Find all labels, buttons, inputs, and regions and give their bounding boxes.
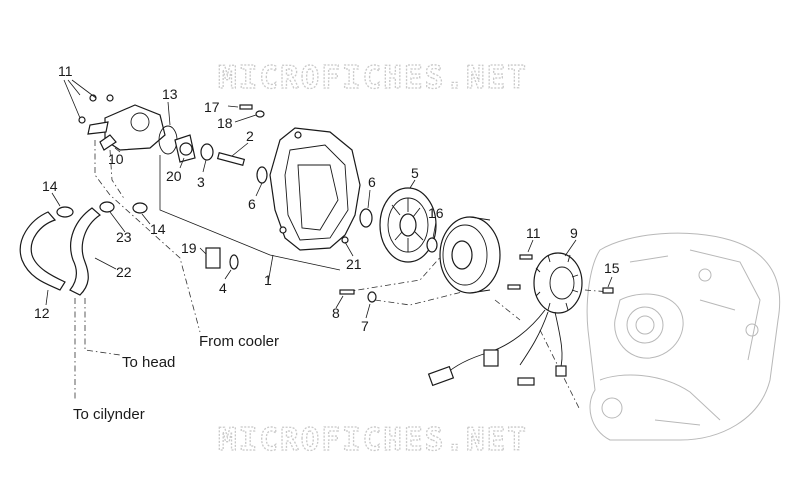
callout-10: 10: [108, 151, 124, 167]
callout-11-right: 11: [526, 225, 541, 241]
callout-12: 12: [34, 305, 50, 321]
callout-15: 15: [604, 260, 620, 276]
leader-lines: [45, 79, 613, 319]
callout-1: 1: [264, 272, 272, 288]
callout-16: 16: [428, 205, 444, 221]
note-to-head: To head: [122, 354, 175, 371]
bolt-8: [339, 289, 355, 295]
callout-6-right: 6: [368, 174, 376, 190]
impeller: [174, 134, 196, 163]
callout-8: 8: [332, 305, 340, 321]
callout-9: 9: [570, 225, 578, 241]
callout-20: 20: [166, 168, 182, 184]
callout-4: 4: [219, 280, 227, 296]
seal: [200, 143, 214, 161]
washer-6-right: [359, 208, 373, 228]
small-bolts: [239, 104, 265, 118]
o-ring-4: [229, 254, 239, 270]
crankcase-ghost: [586, 232, 781, 441]
callout-17: 17: [204, 99, 220, 115]
note-from-cooler: From cooler: [199, 333, 279, 350]
note-to-cylinder: To cilynder: [73, 406, 145, 423]
washer-6-left: [256, 166, 268, 184]
clamps: [56, 201, 148, 218]
hose-22: [69, 207, 101, 296]
pump-cover: [78, 94, 166, 151]
callout-23: 23: [116, 229, 132, 245]
nut-16: [426, 237, 438, 253]
callout-7: 7: [361, 318, 369, 334]
callout-6-left: 6: [248, 196, 256, 212]
wiring-harness: [427, 309, 567, 387]
callout-5: 5: [411, 165, 419, 181]
callout-labels: 11 13 17 18 2 10 20 3 6 6 5 16 14 23 14 …: [34, 63, 620, 334]
callout-14-left: 14: [42, 178, 58, 194]
o-ring: [158, 125, 178, 155]
stator: [533, 252, 583, 314]
bolt-11-right-b: [507, 284, 521, 290]
plug-19: [205, 247, 221, 269]
cover: [269, 127, 361, 251]
callout-3: 3: [197, 174, 205, 190]
watermark-top: MICROFICHES.NET: [218, 60, 528, 96]
callout-13: 13: [162, 86, 178, 102]
shaft: [216, 152, 246, 166]
callout-18: 18: [217, 115, 233, 131]
hose-12: [19, 211, 66, 291]
callout-11-left: 11: [58, 63, 73, 79]
dowel-15: [602, 287, 614, 294]
callout-22: 22: [116, 264, 132, 280]
callout-21: 21: [346, 256, 362, 272]
bolt-11-right-a: [519, 254, 533, 260]
fan: [379, 187, 437, 263]
callout-14-right: 14: [150, 221, 166, 237]
callout-19: 19: [181, 240, 197, 256]
watermark-bottom: MICROFICHES.NET: [218, 422, 528, 458]
callout-2: 2: [246, 128, 254, 144]
flywheel: [439, 216, 501, 294]
washer-7: [367, 291, 377, 303]
